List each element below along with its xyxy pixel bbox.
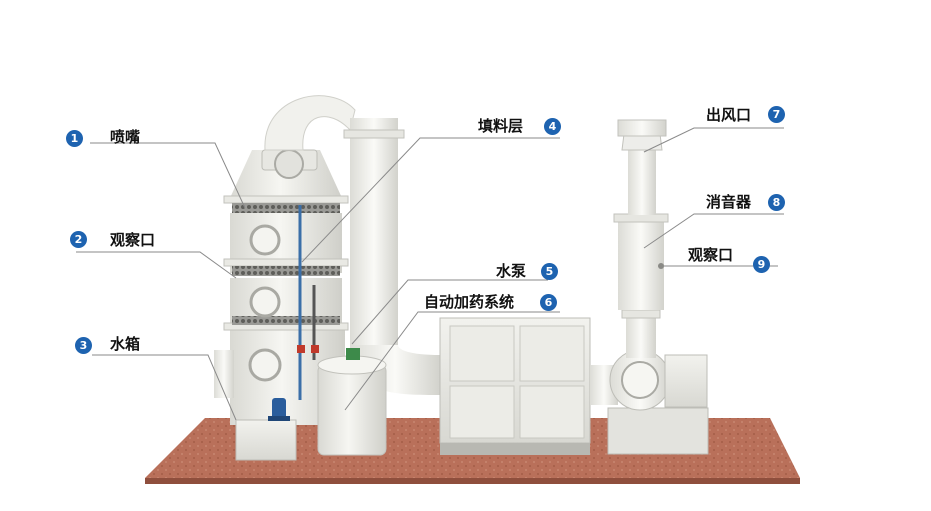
fan-and-stack xyxy=(607,119,709,455)
callout-label-air-outlet: 出风口 xyxy=(706,106,752,124)
callout-badge-2: 2 xyxy=(70,231,87,248)
callout-badge-6: 6 xyxy=(540,294,557,311)
callout-badge-1: 1 xyxy=(66,130,83,147)
leader-line-8 xyxy=(643,213,784,249)
leader-line-5 xyxy=(351,279,548,345)
callout-label-observation-port-stack: 观察口 xyxy=(688,246,734,264)
callout-label-observation-port-tower: 观察口 xyxy=(110,231,156,249)
callout-label-packing-layer: 填料层 xyxy=(478,117,524,135)
floor-edge xyxy=(145,478,800,484)
filter-box xyxy=(439,317,591,455)
leader-line-1 xyxy=(90,142,246,209)
leader-line-7 xyxy=(643,127,784,153)
leader-line-4 xyxy=(301,137,560,263)
callout-label-silencer: 消音器 xyxy=(706,193,752,211)
chemical-dosing-tank xyxy=(317,348,387,456)
callout-label-water-tank: 水箱 xyxy=(110,335,141,353)
callout-label-auto-dosing-system: 自动加药系统 xyxy=(424,293,515,311)
callout-badge-3: 3 xyxy=(75,337,92,354)
callout-label-nozzle: 喷嘴 xyxy=(110,128,141,146)
leader-line-2 xyxy=(76,251,237,279)
callout-badge-4: 4 xyxy=(544,118,561,135)
callout-badge-5: 5 xyxy=(541,263,558,280)
water-tank xyxy=(235,398,297,461)
callout-badge-7: 7 xyxy=(768,106,785,123)
callout-badge-9: 9 xyxy=(753,256,770,273)
leader-line-3 xyxy=(92,354,237,421)
leader-line-6 xyxy=(344,311,560,411)
callout-label-water-pump: 水泵 xyxy=(496,262,527,280)
leader-lines xyxy=(76,127,784,421)
callout-badge-8: 8 xyxy=(768,194,785,211)
